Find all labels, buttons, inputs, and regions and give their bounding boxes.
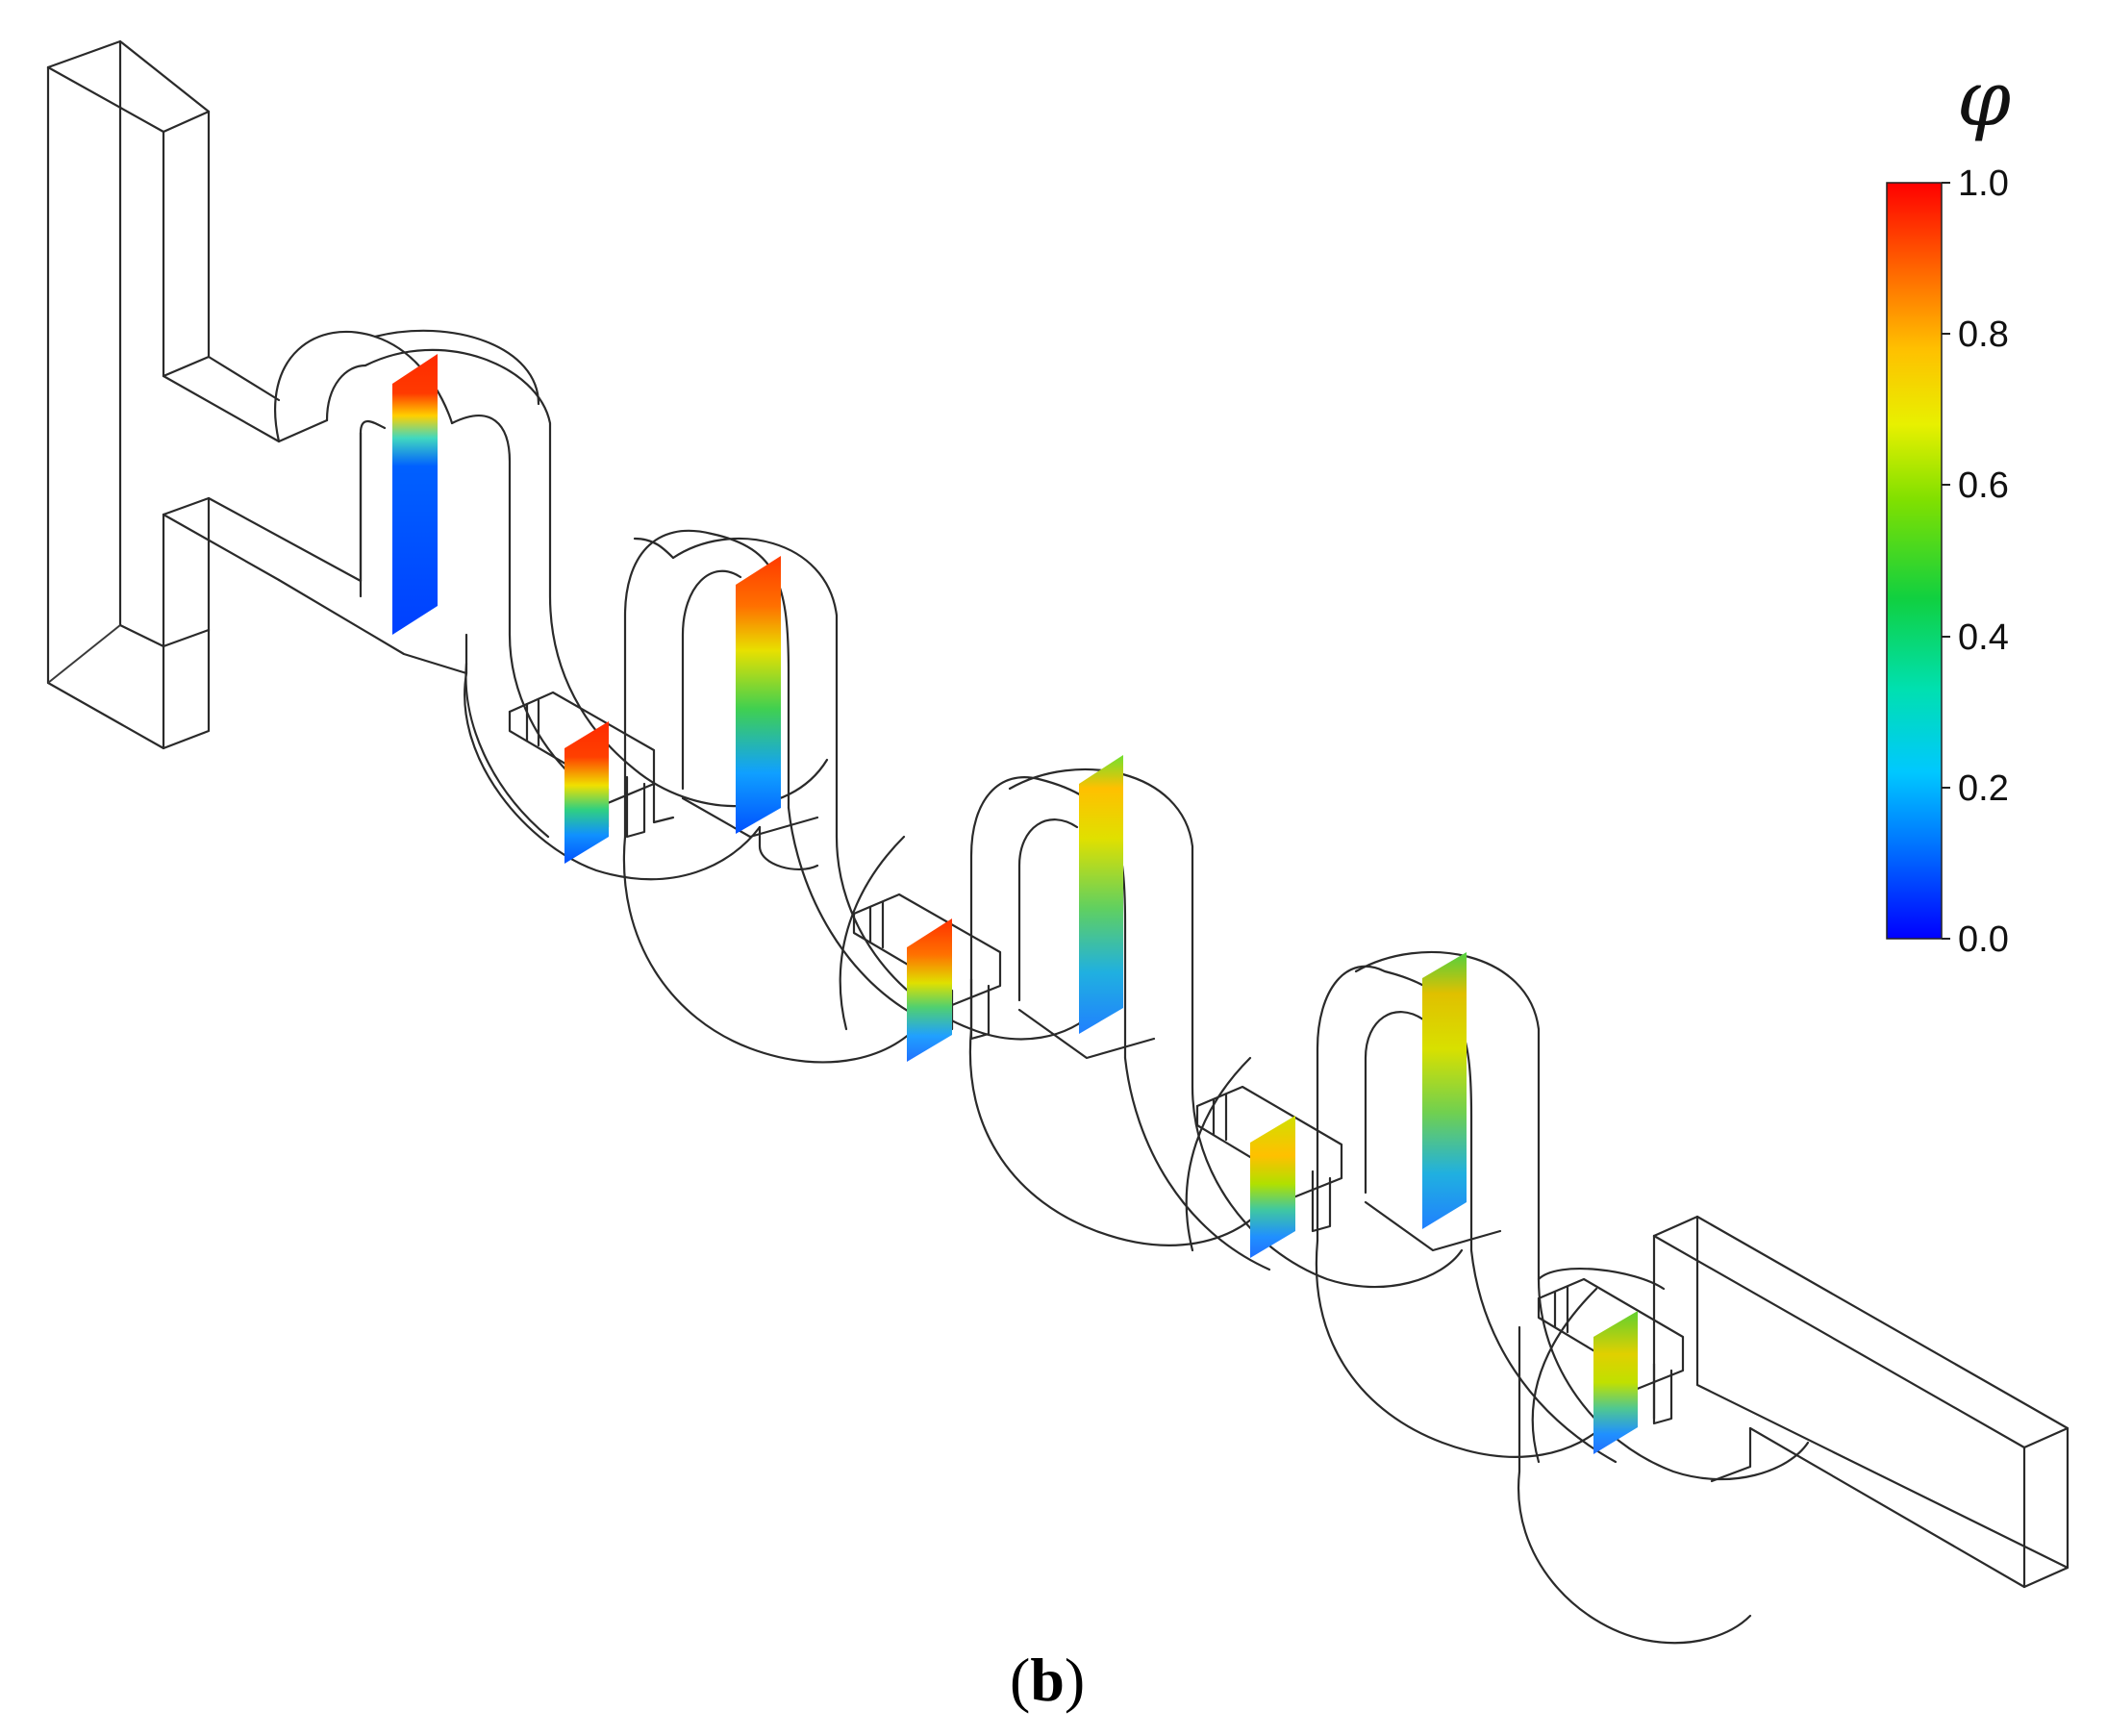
serpentine-channel xyxy=(273,329,1810,1645)
colorbar: φ 1.0 0.8 0.6 0.4 0.2 0.0 xyxy=(1886,54,2011,960)
figure-caption: (b) xyxy=(1010,1646,1085,1714)
slice-c xyxy=(736,556,781,834)
colorbar-tick-label: 0.8 xyxy=(1958,314,2009,355)
colorbar-tick-label: 0.6 xyxy=(1958,465,2009,506)
slice-a xyxy=(392,354,438,635)
colorbar-tick-label: 0.2 xyxy=(1958,768,2009,809)
slice-g xyxy=(1422,952,1467,1229)
svg-text:(b): (b) xyxy=(1010,1646,1085,1714)
outlet-manifold xyxy=(1652,1215,2069,1589)
slice-d xyxy=(907,918,952,1062)
slice-h xyxy=(1593,1311,1638,1454)
colorbar-tick-label: 1.0 xyxy=(1958,164,2009,204)
caption-letter: b xyxy=(1030,1646,1065,1714)
concentration-slices xyxy=(392,354,1638,1454)
colorbar-ticks xyxy=(1942,182,1950,940)
slice-e xyxy=(1079,755,1123,1034)
caption-close-paren: ) xyxy=(1065,1646,1085,1714)
colorbar-gradient xyxy=(1886,182,1943,940)
colorbar-tick-label: 0.0 xyxy=(1958,919,2009,960)
inlet-arm xyxy=(162,355,468,675)
slice-b xyxy=(564,721,609,864)
colorbar-tick-label: 0.4 xyxy=(1958,617,2009,658)
caption-open-paren: ( xyxy=(1010,1646,1030,1714)
inlet-manifold xyxy=(46,39,211,750)
slice-f xyxy=(1250,1116,1295,1258)
colorbar-symbol: φ xyxy=(1957,54,2011,143)
